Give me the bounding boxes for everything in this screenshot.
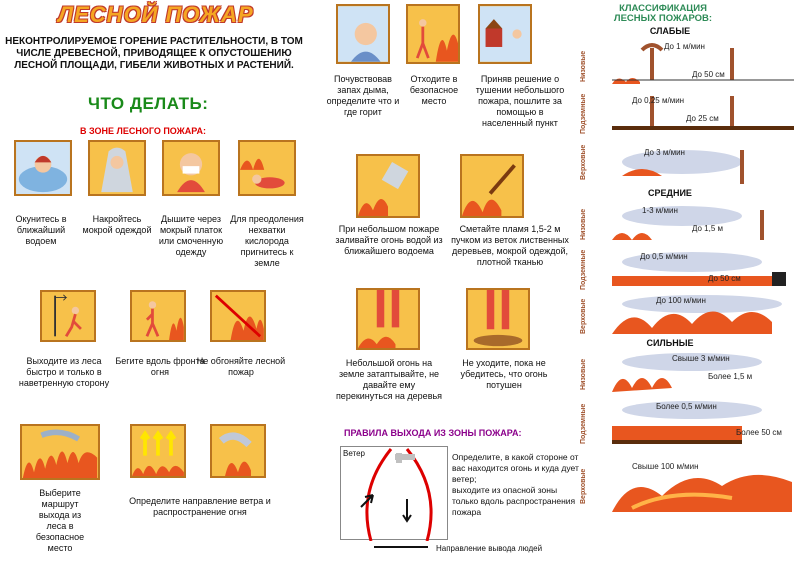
speed-label: 1-3 м/мин	[642, 206, 678, 215]
pour-water-illustration	[356, 154, 420, 218]
wind-label: Ветер	[343, 449, 365, 458]
tip-caption: Отходите в безопасное место	[409, 74, 459, 106]
speed-label: До 3 м/мин	[644, 148, 685, 157]
type-underground: Подземные	[580, 403, 587, 445]
tip-caption: Сметайте пламя 1,5-2 м пучком из веток л…	[451, 224, 569, 267]
speed-label: До 0,25 м/мин	[632, 96, 685, 105]
type-ground: Низовые	[580, 358, 587, 390]
tip-caption: Не уходите, пока не убедитесь, что огонь…	[460, 358, 548, 390]
height-label: До 50 см	[692, 70, 725, 79]
weak-ground-fire: До 1 м/мин До 50 см	[612, 40, 794, 84]
exit-rule-2: выходите из опасной зоны только вдоль ра…	[452, 485, 576, 517]
level-strong: СИЛЬНЫЕ	[646, 338, 694, 348]
tip-caption: Окунитесь в ближайший водоем	[15, 214, 67, 246]
crawl-illustration	[238, 140, 296, 196]
tip-caption: Для преодоления нехватки кислорода пригн…	[230, 214, 304, 268]
no-overtake-illustration	[210, 290, 266, 342]
tip-caption: Дышите через мокрый платок или смоченную…	[158, 214, 224, 257]
level-weak: СЛАБЫЕ	[649, 26, 691, 36]
check-extinguished-illustration	[466, 288, 530, 350]
tip-caption: Определите направление ветра и распростр…	[129, 496, 271, 517]
run-along-illustration	[130, 290, 186, 342]
medium-crown-fire: До 100 м/мин	[612, 294, 794, 334]
wet-cloth-illustration	[88, 140, 146, 196]
exit-rules-text: Определите, в какой стороне от вас наход…	[452, 452, 584, 518]
tip-caption: Не обгоняйте лесной пожар	[196, 356, 286, 377]
type-crown: Верховые	[580, 144, 587, 180]
speed-label: Свыше 100 м/мин	[632, 462, 699, 471]
speed-label: До 0,5 м/мин	[640, 252, 688, 261]
breathe-illustration	[162, 140, 220, 196]
type-underground: Подземные	[580, 93, 587, 135]
stamp-fire-illustration	[356, 288, 420, 350]
height-label: Более 1,5 м	[708, 372, 753, 381]
sweep-flame-illustration	[460, 154, 524, 218]
page-title: ЛЕСНОЙ ПОЖАР	[58, 2, 254, 27]
tip-caption: Накройтесь мокрой одеждой	[82, 214, 152, 235]
medium-ground-fire: 1-3 м/мин До 1,5 м	[612, 204, 794, 240]
strong-underground-fire: Более 0,5 м/мин Более 50 см	[612, 398, 794, 446]
tip-caption: Приняв решение о тушении небольшого пожа…	[475, 74, 565, 128]
speed-label: До 1 м/мин	[664, 42, 705, 51]
tip-caption: При небольшом пожаре заливайте огонь вод…	[335, 224, 443, 256]
classification-title: КЛАССИФИКАЦИЯ ЛЕСНЫХ ПОЖАРОВ:	[613, 3, 713, 24]
water-illustration	[14, 140, 72, 196]
tip-caption: Выберите маршрут выхода из леса в безопа…	[35, 488, 85, 553]
zone-heading: В ЗОНЕ ЛЕСНОГО ПОЖАРА:	[80, 126, 207, 136]
speed-label: Более 0,5 м/мин	[656, 402, 717, 411]
intro-text: НЕКОНТРОЛИРУЕМОЕ ГОРЕНИЕ РАСТИТЕЛЬНОСТИ,…	[5, 36, 303, 71]
exit-windward-illustration	[40, 290, 96, 342]
level-medium: СРЕДНИЕ	[648, 188, 692, 198]
speed-label: Свыше 3 м/мин	[672, 354, 730, 363]
tip-caption: Выходите из леса быстро и только в навет…	[18, 356, 110, 388]
direction-arrow	[374, 546, 428, 548]
strong-ground-fire: Свыше 3 м/мин Более 1,5 м	[612, 352, 794, 392]
height-label: До 25 см	[686, 114, 719, 123]
type-ground: Низовые	[580, 50, 587, 82]
tip-caption: Почувствовав запах дыма, определите что …	[326, 74, 400, 117]
what-to-do-heading: ЧТО ДЕЛАТЬ:	[88, 94, 209, 113]
move-safe-illustration	[406, 4, 460, 64]
type-ground: Низовые	[580, 208, 587, 240]
tip-caption: Бегите вдоль фронта огня	[115, 356, 205, 377]
medium-underground-fire: До 0,5 м/мин До 50 см	[612, 248, 794, 288]
route-illustration	[20, 424, 100, 480]
type-underground: Подземные	[580, 249, 587, 290]
speed-label: До 100 м/мин	[656, 296, 706, 305]
height-label: Более 50 см	[736, 428, 782, 437]
tip-caption: Небольшой огонь на земле затаптывайте, н…	[335, 358, 443, 401]
weak-underground-fire: До 0,25 м/мин До 25 см	[612, 92, 794, 136]
type-crown: Верховые	[580, 468, 587, 504]
exit-rules-heading: ПРАВИЛА ВЫХОДА ИЗ ЗОНЫ ПОЖАРА:	[344, 428, 522, 438]
exit-diagram: Ветер	[340, 446, 448, 542]
direction-label: Направление вывода людей	[436, 544, 543, 553]
type-crown: Верховые	[580, 298, 587, 334]
strong-crown-fire: Свыше 100 м/мин	[612, 458, 794, 512]
wind-direction-illustration	[130, 424, 186, 478]
wind-spread-illustration	[210, 424, 266, 478]
weak-crown-fire: До 3 м/мин	[612, 140, 794, 184]
send-help-illustration	[478, 4, 532, 64]
height-label: До 1,5 м	[692, 224, 724, 233]
exit-rule-1: Определите, в какой стороне от вас наход…	[452, 452, 579, 484]
smell-smoke-illustration	[336, 4, 390, 64]
height-label: До 50 см	[708, 274, 741, 283]
